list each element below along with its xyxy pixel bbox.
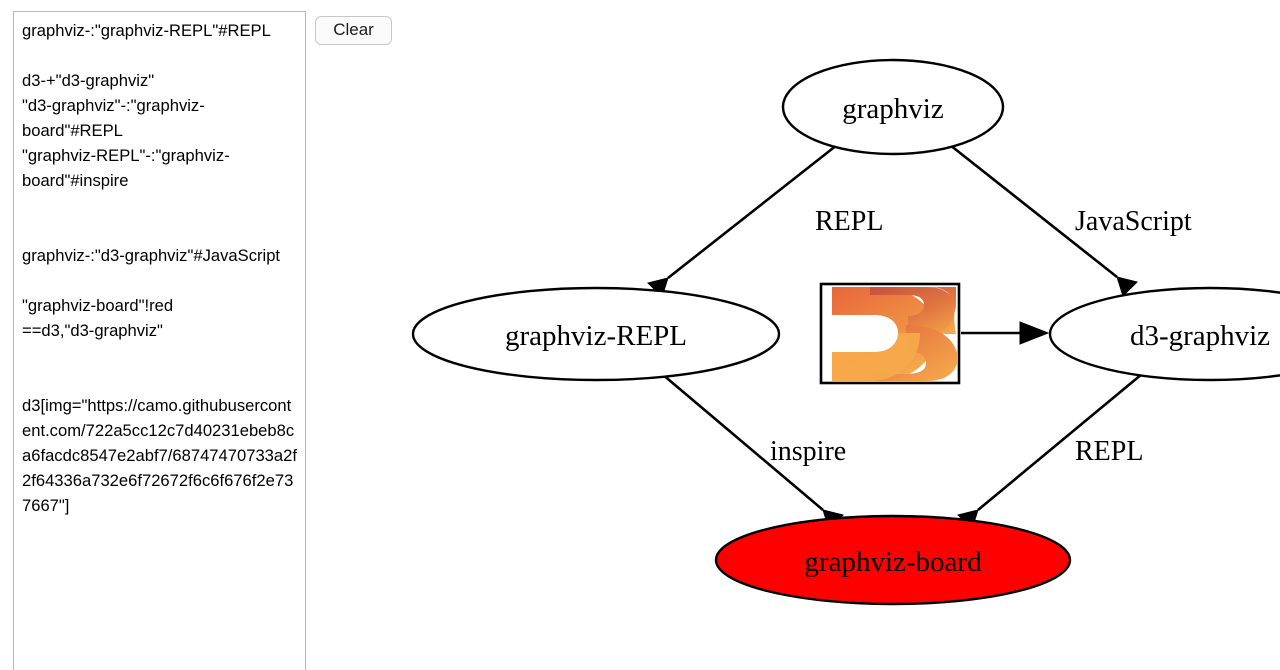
edge-label-javascript: JavaScript	[1075, 206, 1192, 237]
graph-canvas: graphviz graphviz-REPL d3-graphviz graph…	[400, 0, 1280, 670]
node-graphviz-board[interactable]: graphviz-board	[714, 514, 1072, 606]
edge-label-repl-top: REPL	[815, 206, 883, 237]
d3-letter-3-top	[870, 287, 955, 342]
node-shape[interactable]	[714, 514, 1072, 606]
node-d3-graphviz[interactable]: d3-graphviz	[1048, 286, 1280, 382]
clear-button[interactable]: Clear	[315, 16, 392, 45]
edge-label-inspire: inspire	[770, 436, 846, 467]
edge-graphviz-to-graphviz-repl	[647, 143, 838, 298]
node-label: d3-graphviz	[1130, 320, 1270, 352]
node-shape[interactable]	[1048, 286, 1280, 382]
edge-path	[667, 143, 838, 280]
edge-path	[661, 373, 824, 511]
edge-path	[977, 372, 1143, 512]
arrowhead-icon	[1116, 276, 1138, 297]
d3-letter-3-bottom	[870, 325, 957, 381]
edge-label-repl-bottom: REPL	[1075, 436, 1143, 467]
node-shape[interactable]	[781, 58, 1005, 156]
node-shape[interactable]	[411, 286, 781, 382]
edge-path	[949, 143, 1118, 279]
editor-pane	[13, 11, 306, 670]
node-graphviz-repl[interactable]: graphviz-REPL	[411, 286, 781, 382]
dot-source-textarea[interactable]	[13, 11, 306, 670]
edge-graphviz-to-d3-graphviz	[949, 143, 1138, 297]
edge-d3-to-d3-graphviz	[961, 321, 1050, 345]
node-label: graphviz-board	[804, 546, 982, 578]
node-label: graphviz	[842, 93, 944, 125]
d3-logo-icon	[832, 287, 957, 381]
node-graphviz[interactable]: graphviz	[781, 58, 1005, 156]
graph-svg: graphviz graphviz-REPL d3-graphviz graph…	[411, 58, 1280, 606]
d3-sweep	[832, 333, 920, 381]
node-d3-logo[interactable]	[819, 282, 961, 385]
arrowhead-icon	[1019, 321, 1050, 345]
d3-letter-3-upper	[870, 287, 956, 334]
node-label: graphviz-REPL	[505, 320, 687, 352]
